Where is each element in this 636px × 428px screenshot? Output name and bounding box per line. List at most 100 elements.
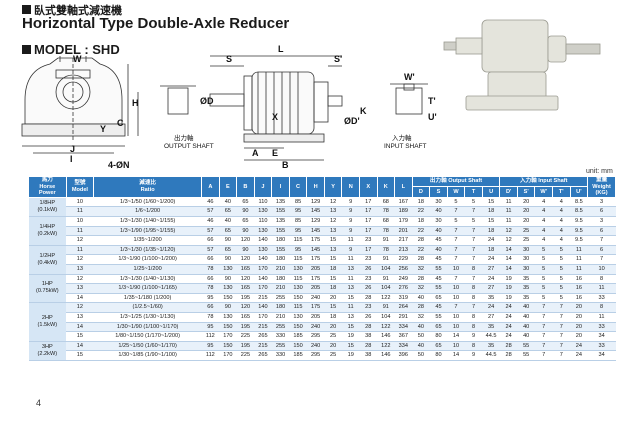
header-model: 型號 Model [65, 176, 95, 198]
value-cell: 150 [289, 341, 307, 352]
value-cell: 40 [429, 226, 448, 237]
value-cell: 18 [324, 312, 342, 323]
value-cell: 34 [587, 331, 616, 342]
value-cell: 17 [359, 245, 378, 256]
value-cell: 4 [552, 226, 571, 237]
value-cell: 10 [447, 341, 465, 352]
value-cell: 28 [412, 235, 430, 246]
value-cell: 180 [271, 235, 290, 246]
ratio-cell: 1/3~1/30 (1/40~1/155) [93, 216, 202, 227]
output-shaft-en: OUTPUT SHAFT [164, 143, 214, 150]
value-cell: 40 [412, 293, 430, 304]
value-cell: 25 [517, 226, 535, 237]
value-cell: 91 [377, 254, 395, 265]
ratio-cell: 1/30~1/90 (1/100~1/170) [93, 322, 202, 333]
page-number: 4 [36, 398, 42, 408]
value-cell: 155 [271, 245, 290, 256]
header-dim: K [376, 176, 396, 198]
value-cell: 9.5 [570, 216, 588, 227]
value-cell: 7 [464, 235, 483, 246]
value-cell: 78 [201, 264, 220, 275]
value-cell: 66 [201, 254, 220, 265]
value-cell: 12 [324, 197, 342, 208]
value-cell: 35 [517, 283, 535, 294]
value-cell: 66 [201, 302, 220, 313]
value-cell: 40 [517, 302, 535, 313]
value-cell: 24 [499, 302, 518, 313]
value-cell: 165 [236, 312, 255, 323]
value-cell: 90 [219, 235, 237, 246]
value-cell: 30 [429, 216, 448, 227]
model-heading: MODEL : SHD [22, 42, 120, 57]
value-cell: 195 [236, 293, 255, 304]
unit-label: unit: mm [586, 168, 613, 175]
value-cell: 40 [517, 312, 535, 323]
header-dim: J [253, 176, 273, 198]
value-cell: 150 [289, 293, 307, 304]
model-cell: 10 [66, 197, 94, 208]
value-cell: 66 [201, 235, 220, 246]
value-cell: 55 [517, 350, 535, 361]
value-cell: 140 [254, 254, 272, 265]
value-cell: 95 [201, 341, 220, 352]
value-cell: 50 [412, 331, 430, 342]
value-cell: 8 [464, 264, 483, 275]
value-cell: 35 [517, 274, 535, 285]
value-cell: 295 [306, 331, 325, 342]
value-cell: 24 [499, 312, 518, 323]
value-cell: 11 [341, 235, 360, 246]
value-cell: 130 [289, 312, 307, 323]
model-cell: 12 [66, 274, 94, 285]
ratio-cell: 1/3~1/90 (1/95~1/155) [93, 226, 202, 237]
value-cell: 122 [377, 293, 395, 304]
value-cell: 7 [447, 254, 465, 265]
value-cell: 5 [552, 245, 571, 256]
value-cell: 85 [289, 216, 307, 227]
value-cell: 334 [394, 341, 413, 352]
value-cell: 145 [306, 206, 325, 217]
value-cell: 10 [447, 283, 465, 294]
value-cell: 7 [464, 254, 483, 265]
value-cell: 16 [570, 293, 588, 304]
value-cell: 122 [377, 341, 395, 352]
value-cell: 180 [271, 274, 290, 285]
input-shaft-en: INPUT SHAFT [384, 143, 427, 150]
value-cell: 25 [324, 350, 342, 361]
value-cell: 5 [464, 216, 483, 227]
value-cell: 14 [499, 254, 518, 265]
value-cell: 120 [236, 235, 255, 246]
value-cell: 210 [271, 283, 290, 294]
dim-x-label: X [272, 112, 278, 122]
value-cell: 4 [534, 235, 553, 246]
value-cell: 40 [219, 197, 237, 208]
value-cell: 40 [412, 322, 430, 333]
value-cell: 19 [341, 331, 360, 342]
value-cell: 6 [587, 206, 616, 217]
value-cell: 15 [324, 254, 342, 265]
value-cell: 18 [412, 197, 430, 208]
value-cell: 95 [289, 226, 307, 237]
value-cell: 26 [359, 283, 378, 294]
value-cell: 7 [447, 245, 465, 256]
header-out-col: D [411, 186, 431, 198]
value-cell: 28 [359, 341, 378, 352]
value-cell: 26 [359, 312, 378, 323]
ratio-cell: 1/3~1/90 (1/100~1/200) [93, 254, 202, 265]
header-dim: I [271, 176, 290, 198]
value-cell: 23 [359, 302, 378, 313]
model-cell: 14 [66, 322, 94, 333]
value-cell: 7 [447, 274, 465, 285]
value-cell: 7 [464, 302, 483, 313]
value-cell: 24 [482, 274, 500, 285]
value-cell: 30 [517, 264, 535, 275]
ratio-cell: 1/6~1/200 [93, 206, 202, 217]
dim-b-label: B [282, 160, 289, 170]
ratio-cell: 1/3~1/90 (1/100~1/165) [93, 283, 202, 294]
value-cell: 66 [201, 274, 220, 285]
dim-h-label: H [132, 98, 139, 108]
value-cell: 65 [429, 322, 448, 333]
value-cell: 11 [587, 283, 616, 294]
